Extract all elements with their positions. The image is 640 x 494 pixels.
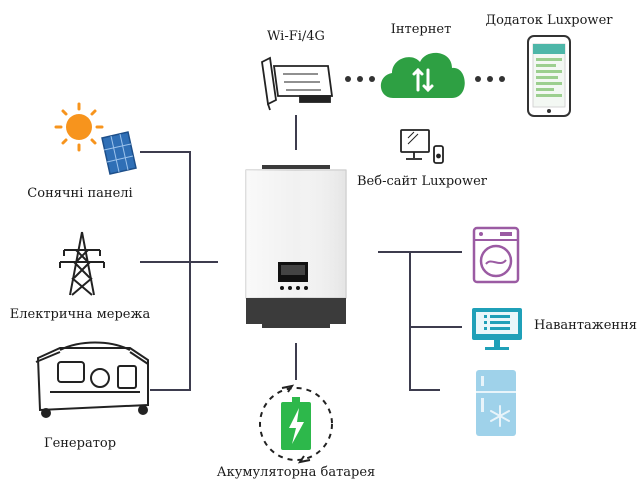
- connection-lines: [140, 115, 462, 391]
- solar-label: Сонячні панелі: [27, 186, 133, 201]
- solar-panel-icon: [101, 131, 137, 175]
- inverter-icon: [245, 165, 347, 328]
- link-dots: [345, 76, 505, 82]
- solar-connector: [140, 151, 191, 391]
- website-label: Веб-сайт Luxpower: [356, 174, 488, 189]
- grid-label: Електрична мережа: [9, 307, 151, 322]
- sun-icon: [54, 102, 104, 152]
- wifi-label: Wi-Fi/4G: [267, 29, 325, 44]
- cloud-icon: [380, 52, 465, 98]
- washer-icon: [472, 226, 520, 284]
- app-label: Додаток Luxpower: [485, 13, 613, 28]
- monitor-icon: [472, 308, 522, 350]
- load-bus: [378, 251, 440, 391]
- generator-label: Генератор: [43, 436, 117, 451]
- battery-label: Акумуляторна батарея: [216, 465, 376, 480]
- wifi-dongle-icon: [261, 56, 334, 111]
- pylon-icon: [59, 231, 105, 296]
- internet-label: Інтернет: [390, 22, 452, 37]
- generator-icon: [35, 341, 149, 418]
- computer-icon: [400, 129, 444, 164]
- fridge-icon: [476, 370, 516, 436]
- load-label: Навантаження: [534, 318, 637, 333]
- battery-icon: [259, 384, 333, 464]
- phone-app-icon: [527, 35, 571, 117]
